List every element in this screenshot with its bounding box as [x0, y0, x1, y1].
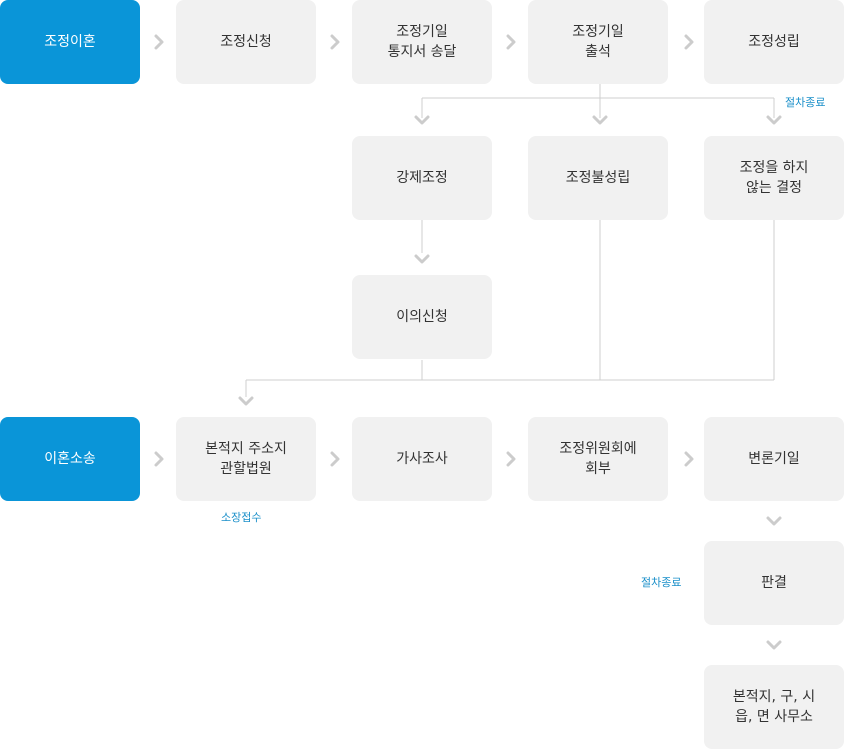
complaint-filing-note: 소장접수	[221, 511, 262, 524]
right-arrow-icon	[506, 451, 516, 467]
judgment-box: 판결	[704, 541, 844, 625]
hearing-notice-delivery-box: 조정기일 통지서 송달	[352, 0, 492, 84]
down-arrow-icon	[592, 115, 608, 125]
right-arrow-icon	[684, 34, 694, 50]
mediation-application-box: 조정신청	[176, 0, 316, 84]
right-arrow-icon	[684, 451, 694, 467]
family-investigation-box: 가사조사	[352, 417, 492, 501]
right-arrow-icon	[330, 451, 340, 467]
down-arrow-icon	[766, 115, 782, 125]
jurisdiction-court-box: 본적지 주소지 관할법원	[176, 417, 316, 501]
mediation-success-box: 조정성립	[704, 0, 844, 84]
right-arrow-icon	[330, 34, 340, 50]
procedure-end-note-2: 절차종료	[641, 576, 682, 589]
compulsory-mediation-box: 강제조정	[352, 136, 492, 220]
right-arrow-icon	[154, 34, 164, 50]
mediation-divorce-box: 조정이혼	[0, 0, 140, 84]
mediation-failure-box: 조정불성립	[528, 136, 668, 220]
down-arrow-icon	[238, 396, 254, 406]
divorce-litigation-box: 이혼소송	[0, 417, 140, 501]
registry-office-box: 본적지, 구, 시 읍, 면 사무소	[704, 665, 844, 749]
hearing-date-box: 변론기일	[704, 417, 844, 501]
down-arrow-icon	[766, 516, 782, 526]
hearing-attendance-box: 조정기일 출석	[528, 0, 668, 84]
down-arrow-icon	[414, 254, 430, 264]
right-arrow-icon	[154, 451, 164, 467]
mediation-committee-referral-box: 조정위원회에 회부	[528, 417, 668, 501]
right-arrow-icon	[506, 34, 516, 50]
down-arrow-icon	[766, 640, 782, 650]
procedure-end-note: 절차종료	[785, 96, 826, 109]
objection-box: 이의신청	[352, 275, 492, 359]
no-mediation-decision-box: 조정을 하지 않는 결정	[704, 136, 844, 220]
down-arrow-icon	[414, 115, 430, 125]
